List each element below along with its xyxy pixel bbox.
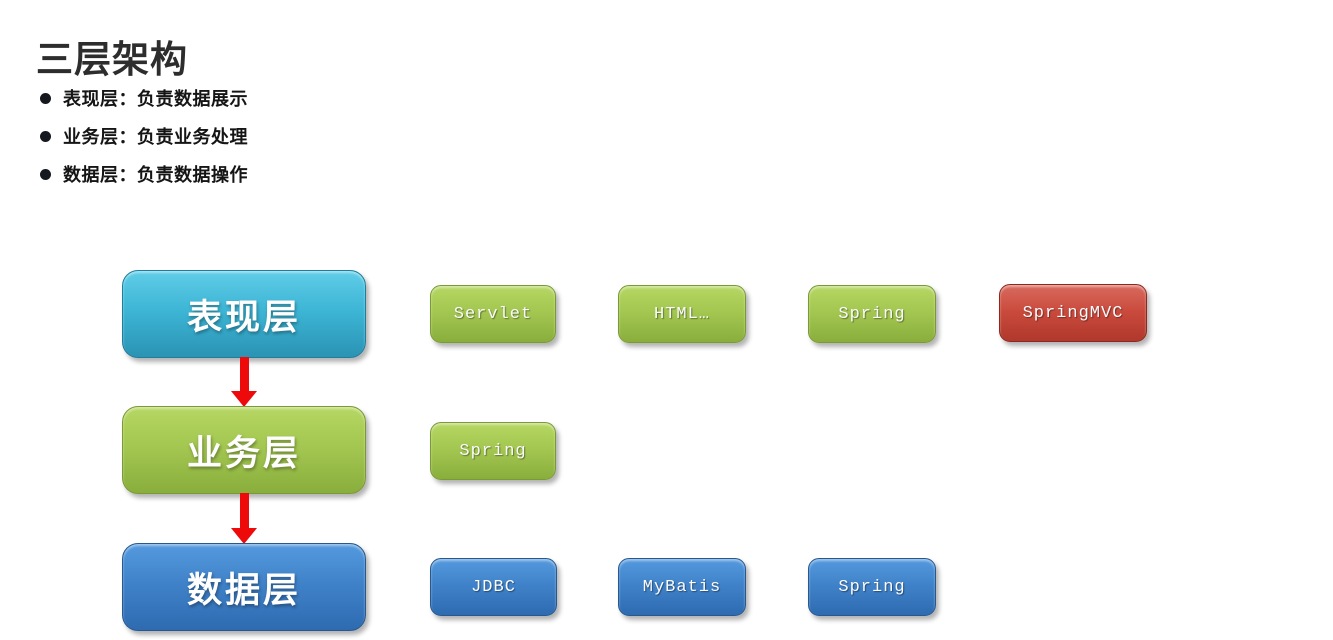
bullet-text: 数据层：负责数据操作 — [63, 165, 248, 185]
layer-box-presentation: 表现层 — [122, 270, 366, 358]
arrow-head — [231, 528, 257, 544]
layer-box-business: 业务层 — [122, 406, 366, 494]
arrow-head — [231, 391, 257, 407]
bullet-text: 业务层：负责业务处理 — [63, 127, 248, 147]
layer-box-data: 数据层 — [122, 543, 366, 631]
bullet-icon — [40, 92, 51, 104]
arrow-down-icon — [231, 493, 257, 544]
bullet-icon — [40, 130, 51, 142]
tech-box-spring-service: Spring — [430, 422, 556, 480]
arrow-shaft — [239, 493, 249, 528]
arrow-down-icon — [231, 357, 257, 407]
tech-box-springmvc: SpringMVC — [999, 284, 1147, 342]
tech-box-servlet: Servlet — [430, 285, 556, 343]
list-item: 表现层：负责数据展示 — [40, 79, 248, 117]
bullet-list: 表现层：负责数据展示 业务层：负责业务处理 数据层：负责数据操作 — [40, 79, 248, 193]
arrow-shaft — [239, 357, 249, 391]
tech-box-mybatis: MyBatis — [618, 558, 746, 616]
tech-box-jdbc: JDBC — [430, 558, 557, 616]
bullet-icon — [40, 168, 51, 180]
tech-box-spring-web: Spring — [808, 285, 936, 343]
tech-box-spring-dao: Spring — [808, 558, 936, 616]
bullet-text: 表现层：负责数据展示 — [63, 89, 248, 109]
list-item: 数据层：负责数据操作 — [40, 155, 248, 193]
tech-box-html: HTML… — [618, 285, 746, 343]
list-item: 业务层：负责业务处理 — [40, 117, 248, 155]
page-title: 三层架构 — [36, 38, 188, 80]
